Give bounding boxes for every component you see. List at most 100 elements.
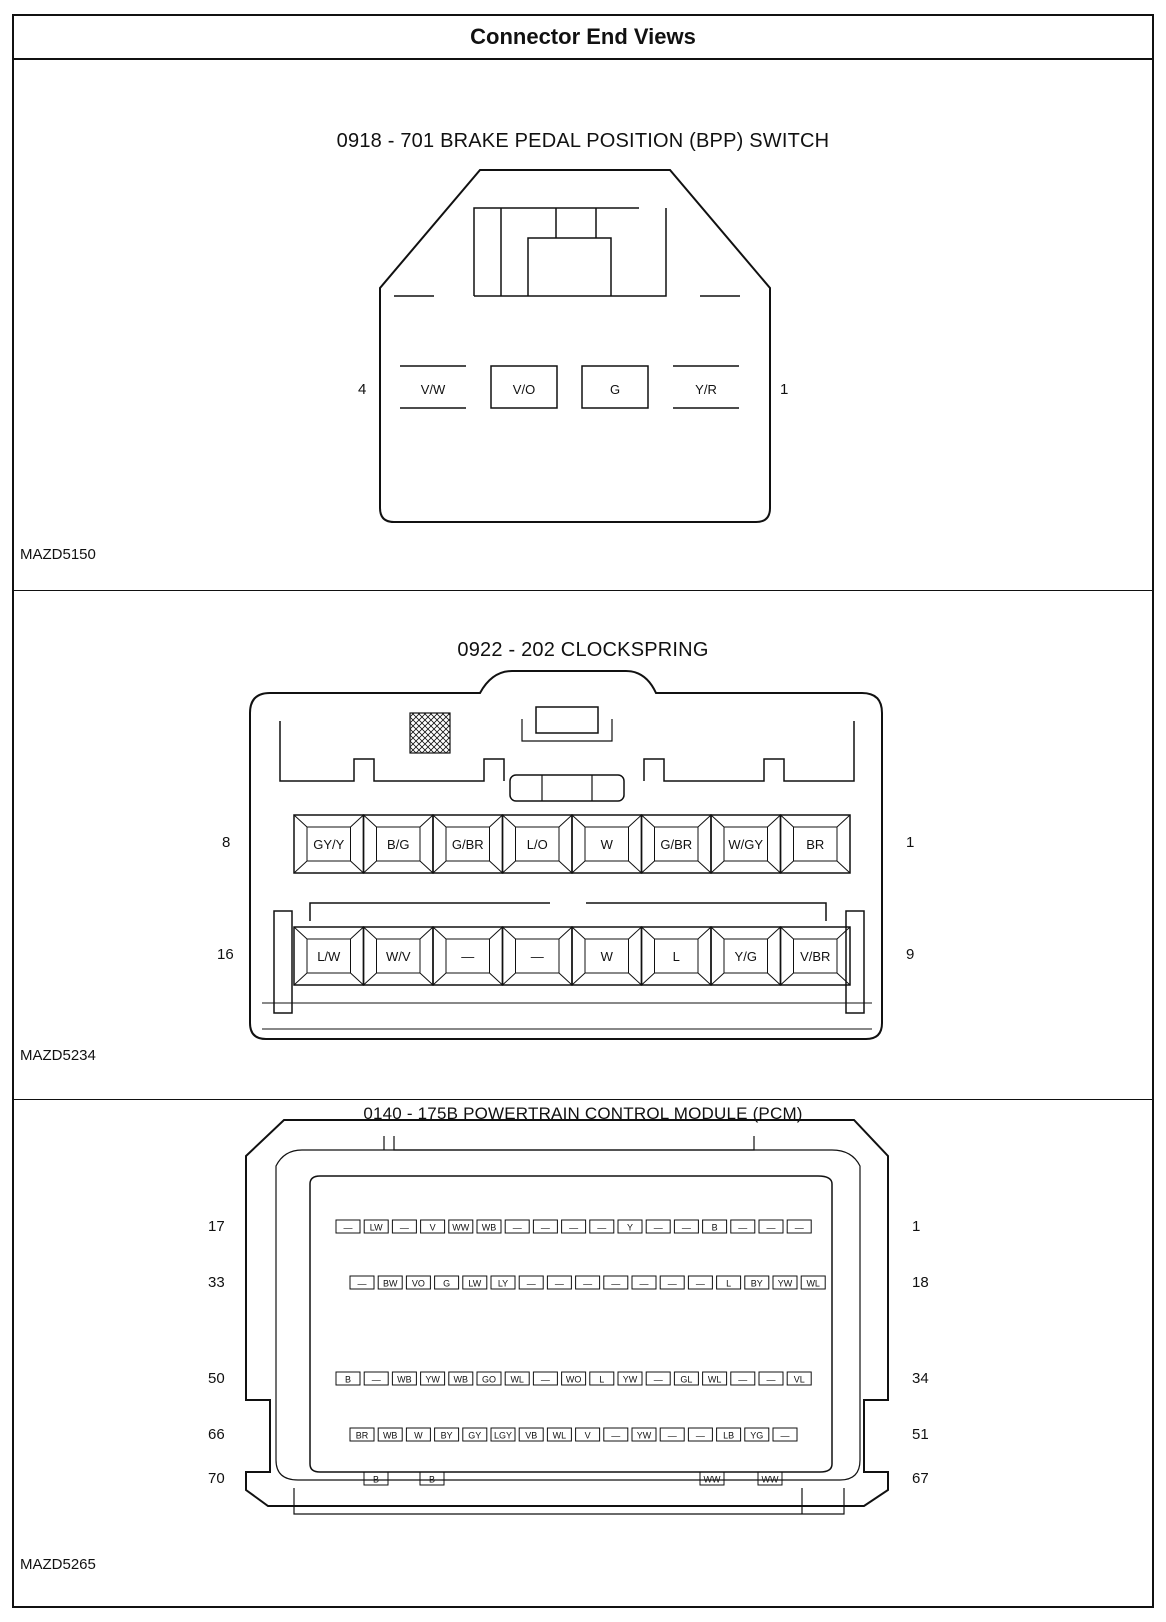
pcm-terminal-label: — bbox=[738, 1223, 747, 1233]
clockspring-terminal-label: — bbox=[461, 949, 474, 964]
bpp-pin-left-number: 4 bbox=[358, 381, 366, 398]
pcm-terminal: WL bbox=[546, 1427, 572, 1442]
clockspring-terminal: V/BR bbox=[779, 926, 851, 986]
pcm-row-right-number: 1 bbox=[912, 1218, 920, 1235]
pcm-terminal-label: — bbox=[555, 1279, 564, 1289]
pcm-terminal-label: — bbox=[611, 1431, 620, 1441]
pcm-terminal-label: W bbox=[414, 1431, 423, 1441]
pcm-terminal: B bbox=[702, 1219, 728, 1234]
pcm-terminal: — bbox=[758, 1371, 784, 1386]
pcm-terminal: VB bbox=[518, 1427, 544, 1442]
pcm-terminal: WL bbox=[800, 1275, 826, 1290]
pcm-terminal: LW bbox=[363, 1219, 389, 1234]
pcm-terminal-label: WB bbox=[482, 1223, 497, 1233]
pcm-terminal: L bbox=[589, 1371, 615, 1386]
bpp-pin-1-label: V/W bbox=[421, 382, 446, 397]
pcm-terminal: — bbox=[589, 1219, 615, 1234]
pcm-terminal-label: WW bbox=[704, 1475, 721, 1485]
pcm-terminal-label: WB bbox=[383, 1431, 398, 1441]
pcm-terminal-label: L bbox=[726, 1279, 731, 1289]
pcm-terminal-label: VO bbox=[412, 1279, 425, 1289]
pcm-terminal: — bbox=[631, 1275, 657, 1290]
clockspring-terminal-label: W/GY bbox=[728, 837, 763, 852]
pcm-terminal: YW bbox=[772, 1275, 798, 1290]
pcm-terminal-label: YW bbox=[778, 1279, 793, 1289]
pcm-terminal-label: — bbox=[654, 1223, 663, 1233]
pcm-terminal: V bbox=[420, 1219, 446, 1234]
clockspring-terminal-label: G/BR bbox=[452, 837, 484, 852]
pcm-terminal: — bbox=[532, 1219, 558, 1234]
clockspring-terminal: Y/G bbox=[710, 926, 782, 986]
pcm-terminal-label: — bbox=[513, 1223, 522, 1233]
pcm-terminal-label: WL bbox=[806, 1279, 820, 1289]
clockspring-row1-left-number: 8 bbox=[222, 834, 230, 851]
pcm-terminal-label: — bbox=[541, 1375, 550, 1385]
clockspring-row1-right-number: 1 bbox=[906, 834, 914, 851]
pcm-terminal-label: WB bbox=[397, 1375, 412, 1385]
pcm-terminal-label: — bbox=[668, 1431, 677, 1441]
clockspring-terminal-label: W bbox=[601, 837, 614, 852]
pcm-terminal-label: L bbox=[599, 1375, 604, 1385]
pcm-terminal: B bbox=[335, 1371, 361, 1386]
pcm-terminal: G bbox=[434, 1275, 460, 1290]
clockspring-title: 0922 - 202 CLOCKSPRING bbox=[457, 639, 709, 661]
bpp-pin-1-cavity: V/W bbox=[400, 365, 466, 409]
pcm-terminal-label: YW bbox=[425, 1375, 440, 1385]
pcm-terminal: — bbox=[687, 1427, 713, 1442]
pcm-terminal: YW bbox=[631, 1427, 657, 1442]
pcm-terminal-label: V bbox=[585, 1431, 591, 1441]
pcm-terminal: — bbox=[645, 1219, 671, 1234]
clockspring-terminal-label: V/BR bbox=[800, 949, 830, 964]
pcm-row-right-number: 34 bbox=[912, 1370, 929, 1387]
bpp-switch-panel: 0918 - 701 BRAKE PEDAL POSITION (BPP) SW… bbox=[14, 60, 1152, 591]
clockspring-terminal: — bbox=[501, 926, 573, 986]
pcm-terminal-label: — bbox=[767, 1375, 776, 1385]
pcm-terminal: BY bbox=[434, 1427, 460, 1442]
pcm-terminal: — bbox=[659, 1427, 685, 1442]
clockspring-terminal-label: W/V bbox=[386, 949, 411, 964]
pcm-terminal: W bbox=[405, 1427, 431, 1442]
pcm-terminal: WW bbox=[699, 1471, 725, 1486]
pcm-terminal-label: — bbox=[527, 1279, 536, 1289]
pcm-terminal: — bbox=[504, 1219, 530, 1234]
pcm-terminal: VO bbox=[405, 1275, 431, 1290]
pcm-terminal: — bbox=[532, 1371, 558, 1386]
clockspring-terminal-label: W bbox=[601, 949, 614, 964]
pcm-terminal: — bbox=[772, 1427, 798, 1442]
pcm-terminal: WL bbox=[504, 1371, 530, 1386]
pcm-terminal-label: GY bbox=[468, 1431, 481, 1441]
clockspring-terminal: BR bbox=[779, 814, 851, 874]
pcm-terminal: BY bbox=[744, 1275, 770, 1290]
bpp-pin-4-label: Y/R bbox=[695, 382, 717, 397]
pcm-terminal-label: — bbox=[795, 1223, 804, 1233]
pcm-terminal: — bbox=[391, 1219, 417, 1234]
pcm-terminal: — bbox=[730, 1371, 756, 1386]
clockspring-terminal-label: GY/Y bbox=[313, 837, 344, 852]
pcm-terminal-label: WB bbox=[454, 1375, 469, 1385]
bpp-pin-3-cavity: G bbox=[581, 365, 649, 409]
pcm-row-left-number: 17 bbox=[208, 1218, 225, 1235]
pcm-reference-code: MAZD5265 bbox=[20, 1556, 96, 1573]
clockspring-terminal-label: L bbox=[673, 949, 680, 964]
connector-end-views-sheet: Connector End Views 0918 - 701 BRAKE PED… bbox=[12, 14, 1154, 1608]
clockspring-terminal-label: Y/G bbox=[735, 949, 757, 964]
pcm-terminal: WB bbox=[448, 1371, 474, 1386]
pcm-terminal: — bbox=[687, 1275, 713, 1290]
pcm-terminal-label: WW bbox=[452, 1223, 469, 1233]
pcm-terminal-label: — bbox=[611, 1279, 620, 1289]
pcm-terminal-label: YW bbox=[637, 1431, 652, 1441]
pcm-terminal: — bbox=[758, 1219, 784, 1234]
clockspring-terminal: L bbox=[640, 926, 712, 986]
pcm-terminal-label: — bbox=[696, 1431, 705, 1441]
pcm-terminal-label: WO bbox=[566, 1375, 582, 1385]
pcm-terminal: — bbox=[645, 1371, 671, 1386]
pcm-terminal-label: LY bbox=[498, 1279, 508, 1289]
pcm-terminal: — bbox=[603, 1275, 629, 1290]
pcm-terminal-label: BR bbox=[356, 1431, 369, 1441]
pcm-panel: 0140 - 175B POWERTRAIN CONTROL MODULE (P… bbox=[14, 1100, 1152, 1606]
pcm-terminal: GL bbox=[673, 1371, 699, 1386]
